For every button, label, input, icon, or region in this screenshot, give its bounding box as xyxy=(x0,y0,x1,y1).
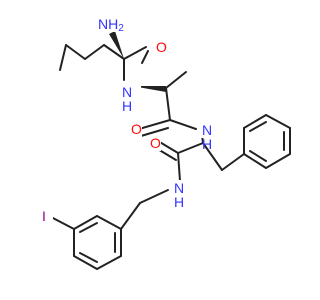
bond xyxy=(165,71,187,89)
iodine-atom-label: I xyxy=(42,208,46,224)
bond xyxy=(221,153,245,171)
bond xyxy=(138,119,171,130)
bond xyxy=(73,255,98,270)
bond xyxy=(139,189,169,204)
bond xyxy=(177,142,204,154)
bond xyxy=(165,87,171,121)
atom-label-background xyxy=(148,135,161,151)
amine-group-label: NH2 xyxy=(98,16,124,34)
bond xyxy=(59,44,67,71)
bond xyxy=(249,150,267,162)
bond xyxy=(177,152,181,182)
bond xyxy=(140,127,169,137)
bond xyxy=(79,222,98,233)
bond xyxy=(103,44,125,60)
bond xyxy=(73,215,98,230)
bond xyxy=(123,46,147,60)
bond xyxy=(169,119,197,130)
bond xyxy=(243,114,267,129)
atom-label-background xyxy=(200,122,221,138)
bond xyxy=(202,142,223,171)
bond-lines xyxy=(48,31,291,270)
bond xyxy=(265,114,291,129)
atom-label-background xyxy=(40,208,53,224)
atom-label-background xyxy=(120,84,141,100)
bond xyxy=(65,44,86,60)
bond xyxy=(96,255,122,270)
bond xyxy=(96,215,122,230)
bond xyxy=(157,140,179,154)
carbonyl-oxygen-label: O xyxy=(150,135,161,151)
carbonyl-oxygen-label: O xyxy=(131,121,142,137)
bond xyxy=(249,121,267,132)
bond xyxy=(84,44,105,60)
wedge-bond xyxy=(109,31,124,59)
bond xyxy=(48,215,75,230)
atom-label-background xyxy=(129,121,142,137)
bond xyxy=(265,153,291,169)
bond xyxy=(141,50,149,64)
atom-label-background xyxy=(172,180,193,196)
bond xyxy=(120,202,141,230)
carbonyl-oxygen-label: O xyxy=(156,39,167,55)
bond xyxy=(243,153,267,169)
atom-label-background xyxy=(96,16,126,32)
bond xyxy=(79,252,98,263)
atom-label-background xyxy=(154,39,167,55)
